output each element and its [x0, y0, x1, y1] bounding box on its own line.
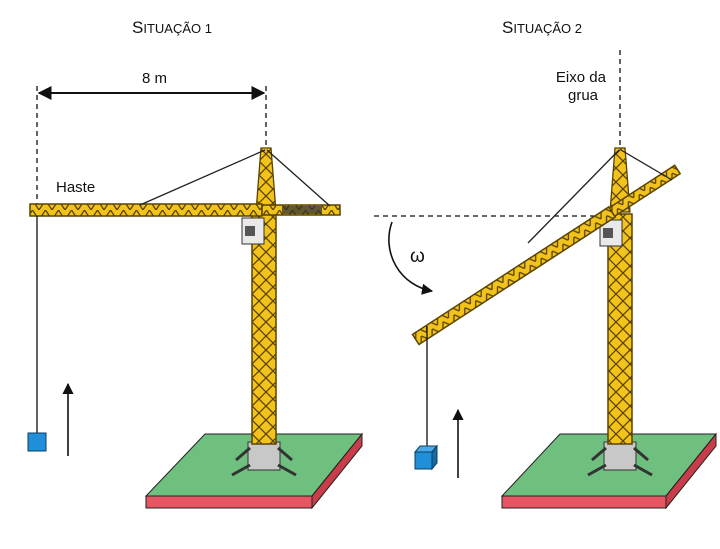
- crane-mast: [607, 213, 633, 445]
- base-platform-side-right: [311, 432, 363, 510]
- base-platform-side: [501, 495, 667, 509]
- mast-foot: [231, 441, 297, 477]
- crane-counter-jib: [608, 164, 682, 218]
- mast-foot: [587, 441, 653, 477]
- crane-boom: [29, 203, 263, 217]
- axis-label: Eixo da grua: [556, 69, 610, 104]
- base-platform-side-right: [665, 432, 717, 510]
- counter-jib-stay: [620, 149, 673, 181]
- situation-2-scene: Eixo da grua: [374, 50, 718, 510]
- crane-boom: [411, 205, 617, 346]
- load-box: [27, 432, 47, 452]
- situation-1-title: SITUAÇÃO 1: [132, 18, 212, 37]
- counter-jib-stay: [266, 149, 331, 207]
- jib-stay: [527, 149, 620, 244]
- crane-peak: [609, 147, 631, 213]
- distance-label: 8 m: [142, 70, 167, 87]
- omega-label: ω: [410, 246, 425, 267]
- base-platform-side: [145, 495, 313, 509]
- crane-mast: [251, 213, 277, 445]
- situation-2-title: SITUAÇÃO 2: [502, 18, 582, 37]
- boom-label: Haste: [56, 179, 95, 196]
- jib-stay: [139, 149, 266, 206]
- rotation-arc: [388, 221, 434, 295]
- crane-peak: [255, 147, 277, 213]
- situation-1-scene: 8 m Haste: [27, 70, 364, 510]
- load-box: [413, 444, 439, 471]
